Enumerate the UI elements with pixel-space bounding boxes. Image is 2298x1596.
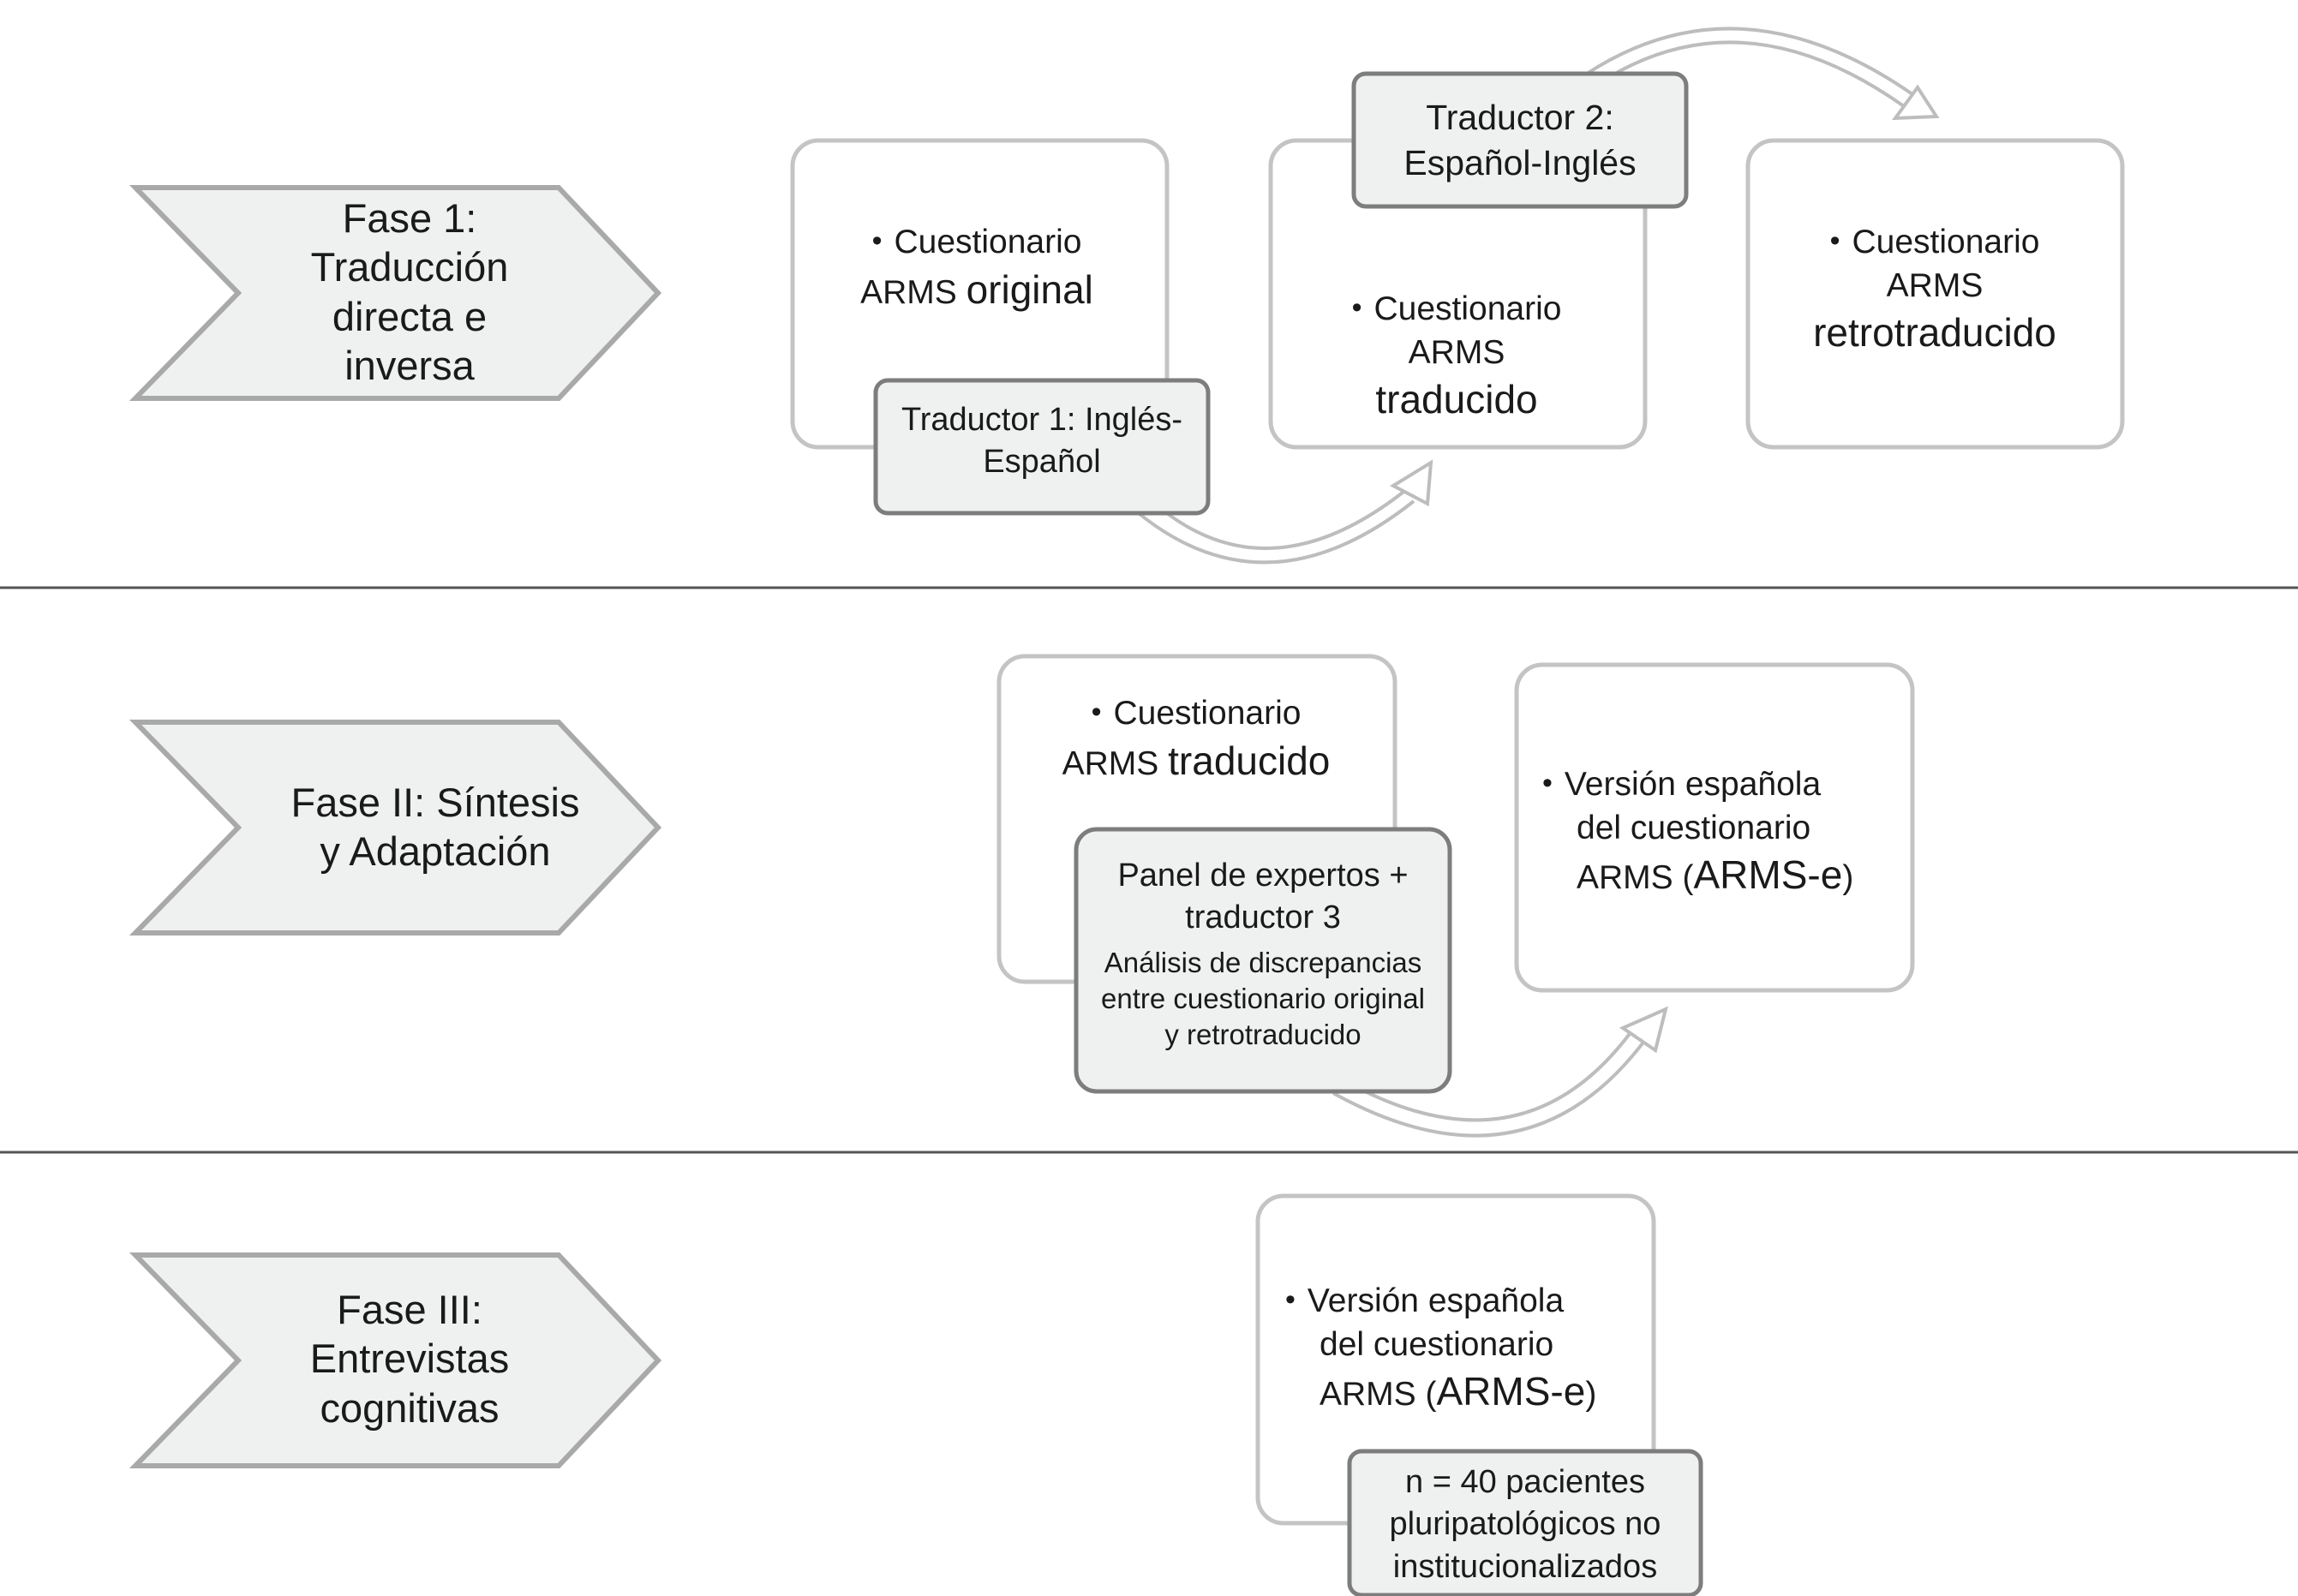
box-text: Versión española xyxy=(1564,766,1822,803)
box-text: ARMS ( xyxy=(1577,859,1694,897)
box-text: Versión española xyxy=(1307,1282,1565,1319)
phase-1-arrow-upper xyxy=(1585,27,1940,121)
phase-1-label-line: Fase 1: xyxy=(342,195,477,241)
tag-text: Panel de expertos + xyxy=(1117,858,1409,894)
phase-3-label-line: cognitivas xyxy=(320,1384,500,1431)
box-text: ) xyxy=(1585,1376,1597,1414)
phase-1-chevron xyxy=(129,185,662,401)
phase-1-box-retrotraducido-text: • Cuestionario ARMS retrotraducido xyxy=(1763,221,2106,359)
phase-2-box-traducido-text: • Cuestionario ARMS traducido xyxy=(1025,692,1367,786)
box-text: ARMS xyxy=(1062,744,1169,782)
box-text-emphasis: ARMS-e xyxy=(1436,1369,1586,1414)
phase-3-chevron xyxy=(129,1252,662,1468)
box-text-emphasis: original xyxy=(966,266,1093,312)
phase-1-label-line: Traducción xyxy=(310,244,509,290)
box-text: ARMS ( xyxy=(1320,1376,1437,1414)
tag-text: traductor 3 xyxy=(1185,900,1341,936)
phase-1-label-line: inversa xyxy=(344,342,475,388)
tag-subtext: y retrotraducido xyxy=(1164,1019,1361,1051)
box-text: ARMS xyxy=(1886,266,1984,304)
phase-2-chevron xyxy=(129,720,662,935)
phase-3-tag-patients-text: n = 40 pacientes pluripatológicos no ins… xyxy=(1349,1462,1701,1588)
tag-text: Traductor 1: Inglés- xyxy=(901,402,1183,438)
phase-1-tag-translator-1 xyxy=(873,378,1211,516)
phase-3-label: Fase III: Entrevistas cognitivas xyxy=(238,1285,581,1432)
phase-1-box-retrotraducido xyxy=(1745,138,2125,450)
box-text: del cuestionario xyxy=(1320,1325,1554,1363)
phase-1-tag-translator-2 xyxy=(1351,71,1689,209)
tag-text: institucionalizados xyxy=(1392,1548,1658,1585)
phase-1-arrow-lower xyxy=(1138,459,1433,565)
bullet-icon: • xyxy=(1351,291,1362,324)
box-text: Cuestionario xyxy=(1373,290,1562,327)
phase-1-tag-translator-2-text: Traductor 2: Español-Inglés xyxy=(1354,95,1686,187)
box-text: Cuestionario xyxy=(1113,695,1302,732)
bullet-icon: • xyxy=(1091,696,1102,728)
bullet-icon: • xyxy=(1285,1283,1296,1316)
box-text-emphasis: ARMS-e xyxy=(1693,852,1843,898)
box-text: Cuestionario xyxy=(894,224,1082,260)
bullet-icon: • xyxy=(1542,767,1553,799)
phase-2-tag-panel xyxy=(1074,827,1452,1094)
box-text: ) xyxy=(1842,859,1854,897)
box-text: ARMS xyxy=(860,273,966,311)
bullet-icon: • xyxy=(871,224,883,257)
box-text-emphasis: retrotraducido xyxy=(1813,310,2056,356)
phase-1-label: Fase 1: Traducción directa e inversa xyxy=(238,194,581,390)
phase-3-tag-patients xyxy=(1347,1449,1703,1596)
phase-2-tag-panel-text: Panel de expertos + traductor 3 Análisis… xyxy=(1076,855,1450,1053)
box-text-emphasis: traducido xyxy=(1168,738,1331,783)
phase-1-label-line: directa e xyxy=(332,293,488,339)
phase-2-label-line: Fase II: Síntesis xyxy=(290,780,580,825)
box-text: ARMS xyxy=(1408,333,1505,371)
phase-1-box-traducido-text: • Cuestionario ARMS traducido xyxy=(1285,288,1628,426)
phase-2-box-version-text: • Versión española del cuestionario ARMS … xyxy=(1542,763,1885,901)
tag-text: pluripatológicos no xyxy=(1389,1506,1661,1543)
phase-1-tag-translator-1-text: Traductor 1: Inglés- Español xyxy=(876,399,1208,484)
box-text-emphasis: traducido xyxy=(1375,377,1538,422)
phase-2-arrow xyxy=(1332,1006,1668,1138)
phase-3-label-line: Fase III: xyxy=(337,1287,482,1332)
box-text: Cuestionario xyxy=(1852,224,2040,260)
phase-3-label-line: Entrevistas xyxy=(309,1336,510,1382)
tag-text: Traductor 2: xyxy=(1426,98,1614,137)
phase-2-box-version xyxy=(1514,662,1915,993)
phase-1-box-original-text: • Cuestionario ARMS original xyxy=(805,221,1148,315)
box-text: del cuestionario xyxy=(1577,809,1811,846)
phase-3-box-version-text: • Versión española del cuestionario ARMS … xyxy=(1285,1280,1628,1418)
tag-text: Español xyxy=(983,444,1101,481)
tag-subtext: Análisis de discrepancias xyxy=(1104,946,1422,978)
tag-text: n = 40 pacientes xyxy=(1405,1464,1645,1500)
tag-subtext: entre cuestionario original xyxy=(1101,983,1425,1015)
phase-2-label: Fase II: Síntesis y Adaptación xyxy=(238,778,632,876)
tag-text: Español-Inglés xyxy=(1403,143,1637,183)
bullet-icon: • xyxy=(1829,224,1840,257)
phase-2-label-line: y Adaptación xyxy=(320,828,551,875)
